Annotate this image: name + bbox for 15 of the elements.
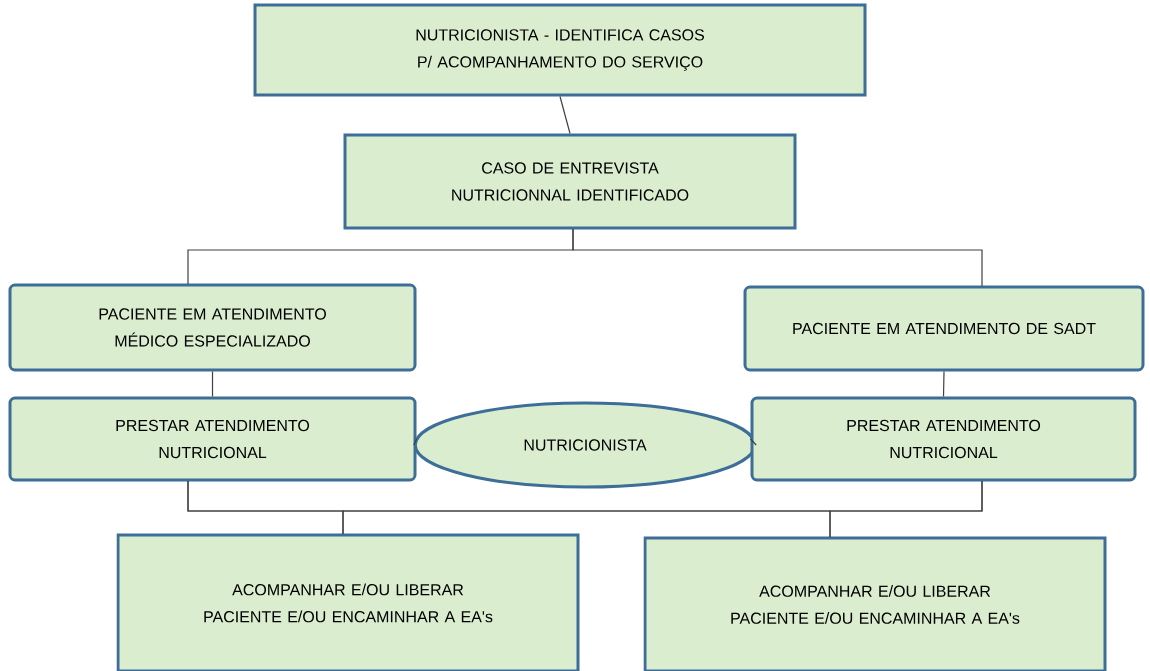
process-box: ACOMPANHAR E/OU LIBERAR PACIENTE E/OU ENCAMINHAR A EA's <box>643 536 1107 671</box>
process-box: NUTRICIONISTA - IDENTIFICA CASOS P/ ACOMPANHAMENTO DO SERVIÇO <box>253 3 867 97</box>
process-box: PACIENTE EM ATENDIMENTO MÉDICO ESPECIALIZADO <box>8 283 417 372</box>
connector <box>829 480 983 538</box>
connector <box>942 370 945 398</box>
connector <box>749 438 757 446</box>
process-box: CASO DE ENTREVISTA NUTRICIONNAL IDENTIFICADO <box>343 133 797 230</box>
connector <box>559 95 571 135</box>
process-box: PRESTAR ATENDIMENTO NUTRICIONAL <box>750 396 1137 482</box>
connector <box>211 370 214 398</box>
connector <box>413 438 418 446</box>
process-box: PACIENTE EM ATENDIMENTO DE SADT <box>743 285 1145 372</box>
process-box: PRESTAR ATENDIMENTO NUTRICIONAL <box>8 396 417 482</box>
connector <box>572 228 983 287</box>
process-box: ACOMPANHAR E/OU LIBERAR PACIENTE E/OU ENCAMINHAR A EA's <box>116 533 580 671</box>
